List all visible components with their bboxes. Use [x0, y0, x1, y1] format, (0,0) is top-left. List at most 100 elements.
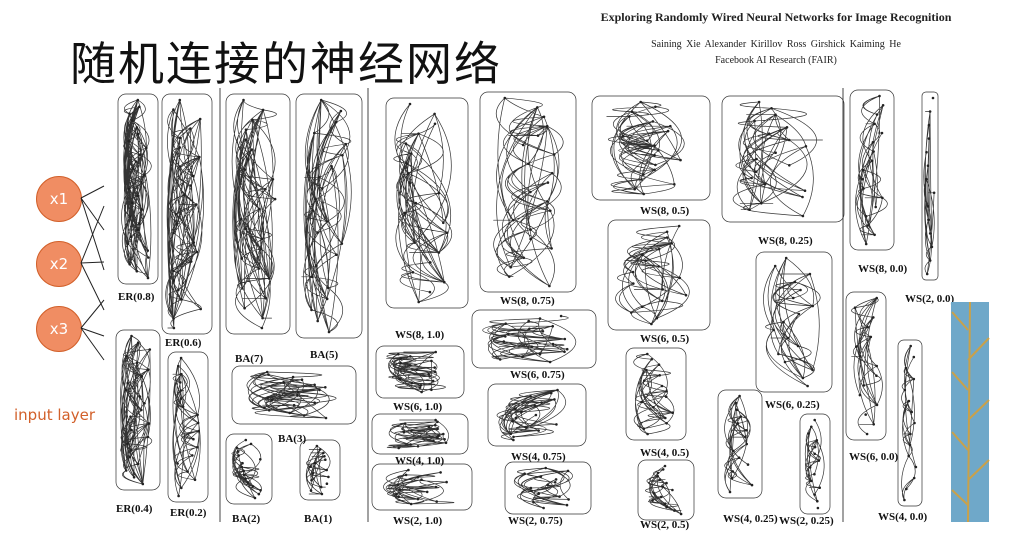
graph-node [875, 374, 878, 377]
graph-node [529, 228, 532, 231]
graph-node [553, 398, 556, 401]
graph-node [657, 265, 660, 268]
graph-node [903, 499, 906, 502]
graph-node [798, 313, 801, 316]
graph-node [807, 432, 810, 435]
graph-node [443, 438, 446, 441]
graph-label: WS(4, 0.75) [511, 451, 566, 463]
graph-node [809, 273, 812, 276]
graph-node [320, 99, 323, 102]
graph-node [737, 422, 740, 425]
graph-node [928, 124, 931, 127]
graph-node [643, 427, 646, 430]
graph-node [529, 238, 532, 241]
graph-node [137, 133, 140, 136]
graph-node [512, 436, 515, 439]
graph-node [523, 472, 526, 475]
graph-node [429, 261, 432, 264]
graph-node [240, 218, 243, 221]
graph-edges [247, 372, 336, 418]
graph-node [542, 330, 545, 333]
graph-node [244, 228, 247, 231]
graph-node [657, 475, 660, 478]
graph-node [661, 385, 664, 388]
graph-node [622, 135, 625, 138]
graph-node [543, 116, 546, 119]
graph-node [680, 513, 683, 516]
graph-node [784, 361, 787, 364]
graph-node [772, 329, 775, 332]
graph-edges [120, 336, 151, 484]
graph-node [429, 291, 432, 294]
graph-node [640, 401, 643, 404]
graph-node [325, 469, 328, 472]
graph-node [192, 438, 195, 441]
graph-node [731, 477, 734, 480]
graph-node [143, 402, 146, 405]
graph-node [240, 257, 243, 260]
graph-node [653, 154, 656, 157]
graph-node [567, 470, 570, 473]
graph-node [428, 426, 431, 429]
graph-node [929, 110, 932, 113]
graph-node [654, 106, 657, 109]
graph-node [247, 158, 250, 161]
graph-node [288, 412, 291, 415]
graph-node [567, 498, 570, 501]
graph-node [413, 241, 416, 244]
graph-node [127, 140, 130, 143]
graph-node [243, 474, 246, 477]
graph-node [130, 236, 133, 239]
graph-node [139, 154, 142, 157]
graph-node [435, 486, 438, 489]
graph-node [551, 325, 554, 328]
graph-node [182, 405, 185, 408]
graph-node [335, 253, 338, 256]
graph-node [745, 429, 748, 432]
graph-node [435, 500, 438, 503]
graph-node [428, 375, 431, 378]
graph-node [132, 167, 135, 170]
graph-node [534, 404, 537, 407]
graph-node [870, 336, 873, 339]
graph-node [445, 481, 448, 484]
graph-node [189, 127, 192, 130]
graph-node [267, 373, 270, 376]
graph-node [436, 436, 439, 439]
graph-node [190, 260, 193, 263]
graph-node [327, 476, 330, 479]
graph-node [316, 320, 319, 323]
graph-edges [483, 316, 576, 362]
graph-node [417, 301, 420, 304]
graph-node [436, 421, 439, 424]
graph-node [397, 447, 400, 450]
graph-node [550, 247, 553, 250]
graph-node [301, 378, 304, 381]
graph-edges [607, 102, 685, 194]
graph-node [664, 502, 667, 505]
graph-node [318, 389, 321, 392]
graph-node [504, 322, 507, 325]
graph-label: WS(8, 0.25) [758, 235, 813, 247]
graph-node [442, 222, 445, 225]
graph-node [539, 353, 542, 356]
graph-node [855, 345, 858, 348]
graph-node [745, 443, 748, 446]
graph-node [665, 390, 668, 393]
graph-node [297, 391, 300, 394]
graph-node [176, 462, 179, 465]
graph-node [127, 188, 130, 191]
graph-node [175, 213, 178, 216]
graph-node [755, 158, 758, 161]
graph-node [859, 355, 862, 358]
graph-outline [850, 90, 894, 250]
graph-node [764, 183, 767, 186]
graph-node [657, 472, 660, 475]
graph-node [410, 152, 413, 155]
graph-node [874, 206, 877, 209]
graph-node [434, 123, 437, 126]
graph-node [236, 446, 239, 449]
graph-node [407, 172, 410, 175]
graph-node [141, 375, 144, 378]
graph-node [871, 160, 874, 163]
